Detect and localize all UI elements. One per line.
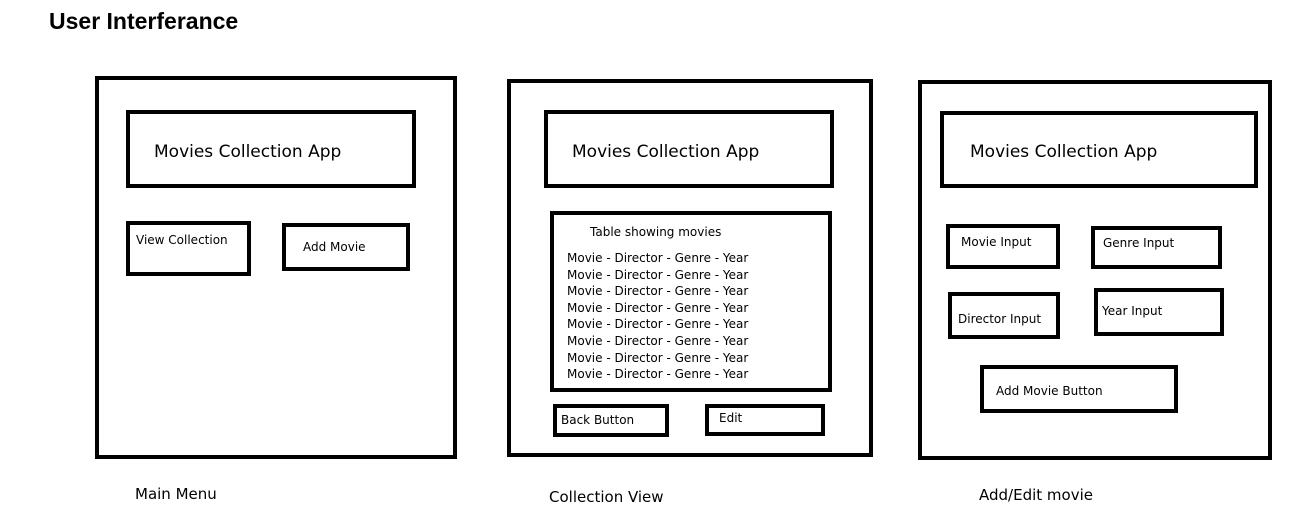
add-edit-title-box xyxy=(940,111,1258,188)
table-title: Table showing movies xyxy=(590,225,722,239)
year-input[interactable] xyxy=(1094,288,1224,336)
add-movie-label: Add Movie xyxy=(303,240,366,254)
year-input-label: Year Input xyxy=(1102,304,1163,318)
main-menu-caption: Main Menu xyxy=(135,485,217,503)
table-row: Movie - Director - Genre - Year xyxy=(567,317,749,332)
director-input-label: Director Input xyxy=(958,312,1042,326)
table-row: Movie - Director - Genre - Year xyxy=(567,350,749,365)
add-edit-title: Movies Collection App xyxy=(970,142,1158,162)
add-movie-submit-button[interactable] xyxy=(980,365,1178,413)
view-collection-button[interactable] xyxy=(126,221,251,276)
genre-input-label: Genre Input xyxy=(1103,236,1175,250)
genre-input[interactable] xyxy=(1091,226,1222,269)
collection-title-box xyxy=(544,110,834,188)
edit-button[interactable] xyxy=(705,404,825,436)
back-button[interactable] xyxy=(553,404,669,437)
table-row: Movie - Director - Genre - Year xyxy=(567,300,749,315)
add-movie-submit-label: Add Movie Button xyxy=(996,384,1103,398)
page-heading: User Interferance xyxy=(49,8,239,34)
back-button-label: Back Button xyxy=(561,413,635,427)
table-row: Movie - Director - Genre - Year xyxy=(567,251,749,265)
table-row: Movie - Director - Genre - Year xyxy=(567,267,749,282)
main-menu-title-box xyxy=(126,110,416,188)
main-menu-title: Movies Collection App xyxy=(154,142,342,162)
table-row: Movie - Director - Genre - Year xyxy=(567,367,749,382)
collection-view-caption: Collection View xyxy=(549,488,664,506)
table-rows: Movie - Director - Genre - Year Movie - … xyxy=(567,250,748,383)
table-row: Movie - Director - Genre - Year xyxy=(567,333,749,348)
director-input[interactable] xyxy=(948,292,1060,339)
table-row: Movie - Director - Genre - Year xyxy=(567,284,749,299)
edit-button-label: Edit xyxy=(719,411,743,425)
view-collection-label: View Collection xyxy=(136,233,228,247)
movies-table xyxy=(550,211,832,392)
add-edit-caption: Add/Edit movie xyxy=(979,486,1093,504)
add-movie-button[interactable] xyxy=(282,223,410,271)
collection-title: Movies Collection App xyxy=(572,142,760,162)
movie-input[interactable] xyxy=(946,224,1060,269)
movie-input-label: Movie Input xyxy=(961,235,1032,249)
